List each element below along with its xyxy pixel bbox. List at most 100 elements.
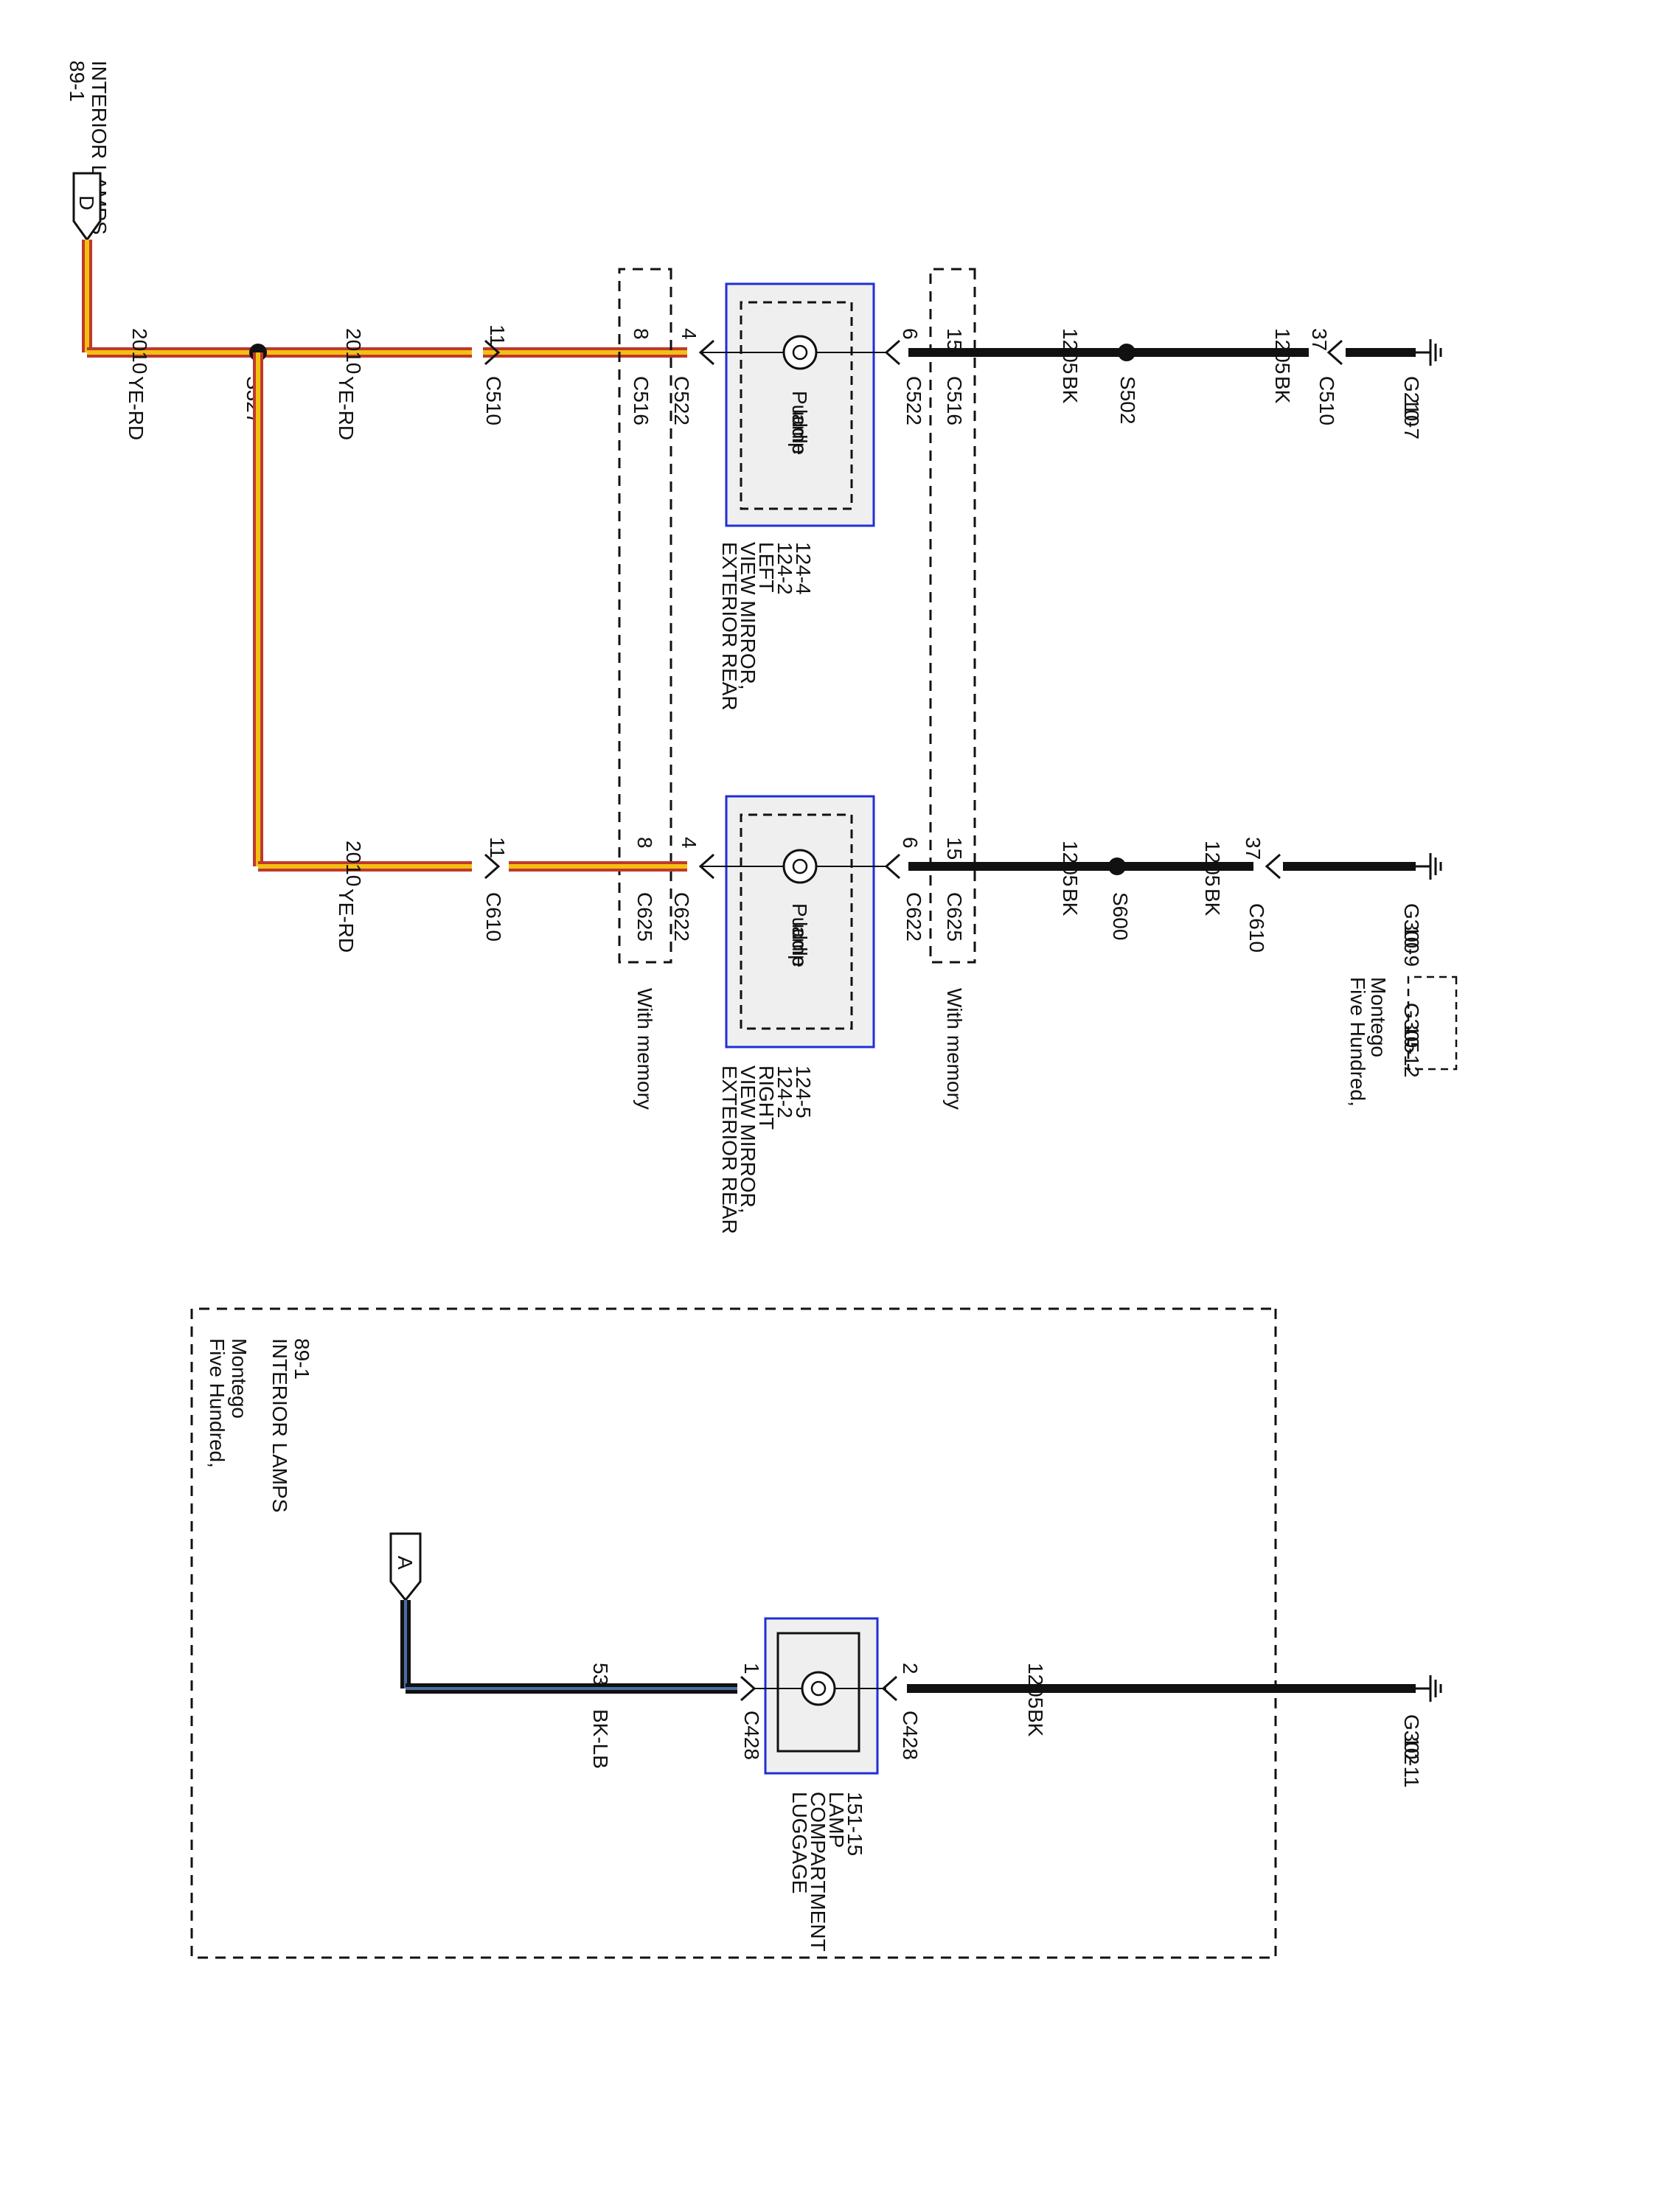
c625-label-a: C625: [943, 892, 966, 942]
alt-ground-id: G305: [1400, 1003, 1423, 1054]
c625-pin-8: 8: [633, 837, 656, 849]
c522-label-b: C522: [670, 376, 693, 425]
wire-color-bk-l1: BK: [1271, 376, 1294, 404]
wire-color-yerd-top: YE-RD: [125, 376, 147, 440]
connector-d-letter: D: [75, 195, 98, 210]
c622-pin-6: 6: [899, 837, 922, 849]
c510-pin-11: 11: [486, 324, 509, 346]
wire-num-1205-lug: 1205: [1024, 1663, 1047, 1708]
luggage-dashed-box: [190, 1307, 1277, 1959]
splice-s600: S600: [1109, 892, 1132, 940]
with-memory-b: With memory: [633, 988, 656, 1110]
connector-arrow-icon: [698, 339, 714, 366]
wire-color-bk-l2: BK: [1059, 376, 1082, 404]
c516-pin-8: 8: [630, 328, 653, 340]
c610-pin-11: 11: [486, 837, 509, 858]
lamp-icon: [782, 335, 818, 370]
c516-label-a: C516: [943, 376, 966, 425]
luggage-interior-title: INTERIOR LAMPS: [268, 1338, 291, 1512]
mirror-right-line3: RIGHT: [755, 1065, 778, 1130]
connector-arrow-icon: [884, 853, 900, 880]
c516-dashed-box-b: [618, 268, 672, 964]
wire-num-2010-top: 2010: [128, 328, 151, 374]
luggage-note2: Montego: [228, 1338, 251, 1419]
wire-num-1205-r1: 1205: [1201, 841, 1224, 886]
lamp-icon: [801, 1671, 836, 1706]
ground-id-g302: G302: [1400, 1714, 1423, 1765]
c610-label: C610: [1245, 903, 1268, 953]
ground-icon: [1416, 1675, 1442, 1702]
puddle-lamp-left-1: Puddle: [788, 391, 811, 455]
connector-arrow-icon: [698, 853, 714, 880]
ground-page-g302: 10-11: [1400, 1736, 1423, 1788]
wire-color-bk-lug: BK: [1024, 1709, 1047, 1737]
puddle-lamp-left-2: lamp: [788, 409, 811, 454]
puddle-lamp-right-2: lamp: [788, 922, 811, 967]
mirror-right-line2: VIEW MIRROR,: [737, 1065, 759, 1214]
c510-label-b: C510: [482, 376, 505, 425]
ground-id-g210: G210: [1400, 376, 1423, 427]
c522-pin-4: 4: [678, 328, 700, 340]
c610-label-b: C610: [482, 892, 505, 942]
c622-label-b: C622: [670, 892, 693, 942]
c516-dashed-box: [929, 268, 976, 964]
c625-label-b: C625: [633, 892, 656, 942]
c428-pin-1: 1: [740, 1663, 763, 1674]
mirror-right-line1: EXTERIOR REAR: [718, 1065, 741, 1234]
mirror-left-line1: EXTERIOR REAR: [718, 542, 741, 711]
connector-a-letter: A: [394, 1556, 417, 1570]
ground-id-g300: G300: [1400, 903, 1423, 954]
splice-s502: S502: [1116, 376, 1139, 424]
c522-label-a: C522: [902, 376, 925, 425]
wire-color-bk-r1: BK: [1201, 888, 1224, 917]
wire-num-2010-l: 2010: [342, 328, 365, 374]
wire-num-1205-r2: 1205: [1059, 841, 1082, 886]
puddle-lamp-right-1: Puddle: [788, 903, 811, 967]
c510-label: C510: [1315, 376, 1338, 425]
right-alt-note1: Five Hundred,: [1346, 977, 1369, 1107]
wire-num-2010-r: 2010: [342, 841, 365, 886]
wire-num-53: 53: [589, 1663, 612, 1686]
luggage-lamp-line4: 151-15: [844, 1792, 866, 1856]
mirror-right-line5: 124-5: [792, 1065, 815, 1119]
interior-lamps-page: 89-1: [66, 60, 88, 102]
c510-pin-37: 37: [1308, 328, 1331, 351]
mirror-right-line4: 124-2: [773, 1065, 796, 1119]
luggage-lamp-line3: LAMP: [825, 1792, 848, 1848]
ground-page-g300: 10-9: [1400, 925, 1423, 967]
ground-icon: [1416, 853, 1442, 880]
connector-arrow-icon: [1265, 853, 1281, 880]
wire-color-yerd-r: YE-RD: [335, 888, 358, 953]
c428-label-b: C428: [740, 1711, 763, 1760]
lamp-icon: [782, 849, 818, 884]
c522-pin-6: 6: [899, 328, 922, 340]
wire-color-yerd-l: YE-RD: [335, 376, 358, 440]
harness-connector-icon: [389, 1532, 422, 1602]
c516-label-b: C516: [630, 376, 653, 425]
with-memory-a: With memory: [943, 988, 966, 1110]
c622-label-a: C622: [902, 892, 925, 942]
connector-arrow-icon: [1326, 339, 1343, 366]
c516-pin-15: 15: [943, 328, 966, 351]
ground-page-g210: 10-7: [1400, 398, 1423, 439]
luggage-note1: Five Hundred,: [206, 1338, 229, 1468]
luggage-lamp-line1: LUGGAGE: [788, 1792, 811, 1893]
c428-pin-2: 2: [899, 1663, 922, 1674]
harness-connector-icon: [72, 172, 102, 242]
mirror-left-line4: 124-2: [773, 542, 796, 595]
wire-num-1205-l2: 1205: [1059, 328, 1082, 374]
c622-pin-4: 4: [678, 837, 700, 849]
left-mirror-component: [725, 282, 875, 527]
mirror-left-line5: 124-4: [792, 542, 815, 595]
connector-arrow-icon: [484, 853, 501, 880]
connector-arrow-icon: [484, 339, 501, 366]
ground-icon: [1416, 339, 1442, 366]
c625-pin-15: 15: [943, 837, 966, 860]
alt-ground-page: 10-12: [1400, 1025, 1423, 1078]
connector-arrow-icon: [884, 339, 900, 366]
mirror-left-line3: LEFT: [755, 542, 778, 592]
connector-arrow-icon: [881, 1675, 897, 1702]
alt-ground-box: [1407, 975, 1458, 1071]
c610-pin-37: 37: [1242, 837, 1265, 860]
